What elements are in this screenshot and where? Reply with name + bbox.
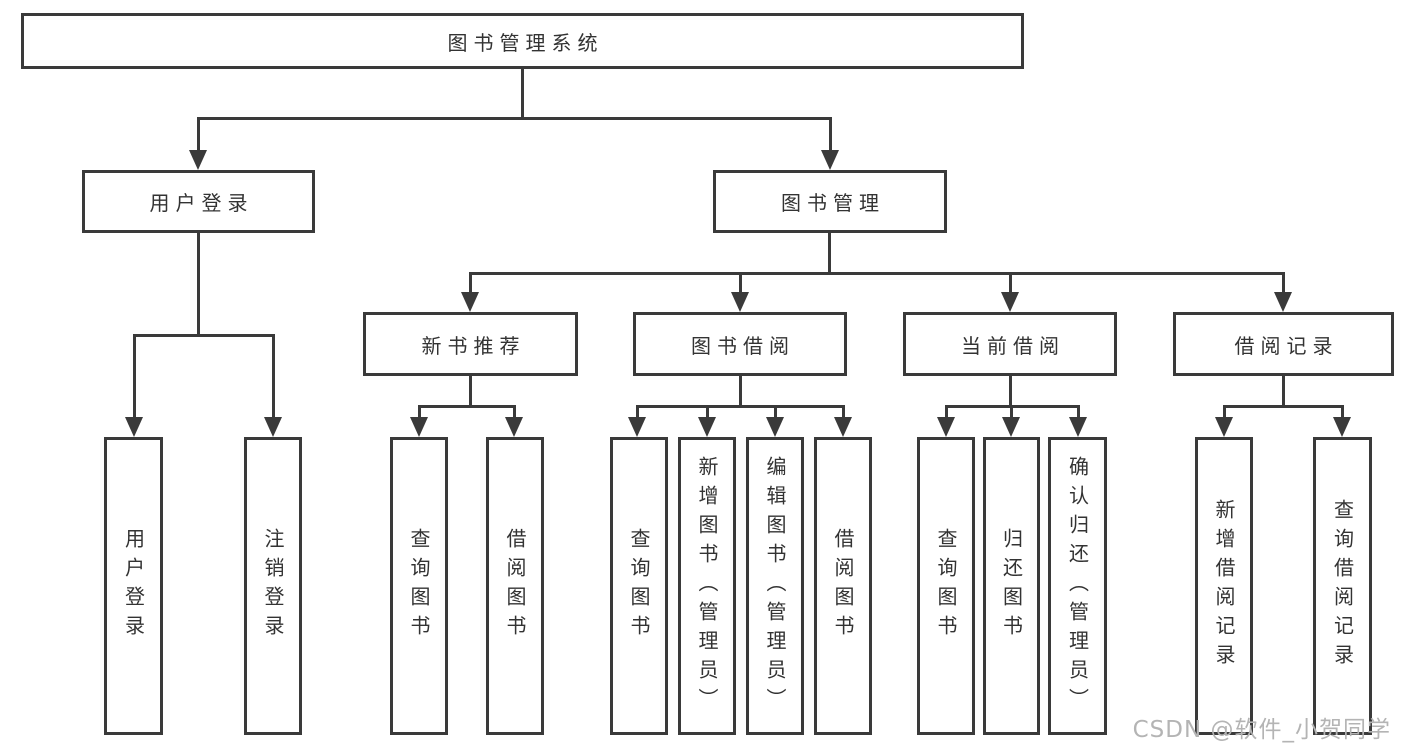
connector-line-vertical [520, 68, 524, 120]
arrow-down-icon [1215, 417, 1233, 437]
arrow-down-icon [698, 417, 716, 437]
arrow-shaft [635, 406, 639, 421]
connector-line-vertical [468, 375, 472, 408]
arrow-shaft [132, 335, 136, 421]
arrow-down-icon [937, 417, 955, 437]
arrow-down-icon [731, 292, 749, 312]
arrow-down-icon [1333, 417, 1351, 437]
node-new-book-recommend: 新书推荐 [363, 312, 578, 376]
arrow-down-icon [766, 417, 784, 437]
arrow-down-icon [834, 417, 852, 437]
node-book-borrow: 图书借阅 [633, 312, 847, 376]
leaf-borrow-query-books: 查询图书 [610, 437, 668, 735]
node-user-login: 用户登录 [82, 170, 315, 233]
arrow-shaft [1222, 406, 1226, 421]
leaf-confirm-return-admin: 确认归还（管理员） [1048, 437, 1107, 735]
connector-line-horizontal [1222, 404, 1344, 408]
leaf-current-query-books: 查询图书 [917, 437, 975, 735]
connector-line-vertical [827, 232, 831, 275]
arrow-down-icon [1274, 292, 1292, 312]
node-current-borrow: 当前借阅 [903, 312, 1117, 376]
arrow-down-icon [1002, 417, 1020, 437]
leaf-borrow-books: 借阅图书 [814, 437, 872, 735]
arrow-down-icon [505, 417, 523, 437]
arrow-shaft [944, 406, 948, 421]
leaf-logout: 注销登录 [244, 437, 302, 735]
arrow-down-icon [1069, 417, 1087, 437]
arrow-shaft [841, 406, 845, 421]
connector-line-horizontal [417, 404, 516, 408]
arrow-down-icon [461, 292, 479, 312]
arrow-down-icon [1001, 292, 1019, 312]
arrow-shaft [828, 118, 832, 154]
connector-line-vertical [196, 232, 200, 337]
connector-line-horizontal [132, 333, 275, 337]
arrow-down-icon [189, 150, 207, 170]
arrow-shaft [738, 273, 742, 296]
arrow-shaft [1009, 406, 1013, 421]
connector-line-vertical [1281, 375, 1285, 408]
connector-line-vertical [738, 375, 742, 408]
connector-line-horizontal [468, 271, 1285, 275]
leaf-query-borrow-record: 查询借阅记录 [1313, 437, 1372, 735]
connector-line-vertical [1008, 375, 1012, 408]
arrow-shaft [705, 406, 709, 421]
leaf-return-books: 归还图书 [983, 437, 1040, 735]
node-book-management: 图书管理 [713, 170, 947, 233]
node-borrow-records: 借阅记录 [1173, 312, 1394, 376]
arrow-down-icon [410, 417, 428, 437]
arrow-down-icon [821, 150, 839, 170]
leaf-newbooks-borrow-books: 借阅图书 [486, 437, 544, 735]
leaf-add-books-admin: 新增图书（管理员） [678, 437, 736, 735]
node-root: 图书管理系统 [21, 13, 1024, 69]
arrow-shaft [512, 406, 516, 421]
arrow-shaft [773, 406, 777, 421]
connector-line-horizontal [635, 404, 845, 408]
arrow-shaft [196, 118, 200, 154]
connector-line-horizontal [196, 116, 832, 120]
arrow-shaft [1340, 406, 1344, 421]
arrow-down-icon [264, 417, 282, 437]
leaf-edit-books-admin: 编辑图书（管理员） [746, 437, 804, 735]
csdn-watermark: CSDN @软件_小贺同学 [1132, 717, 1391, 743]
arrow-shaft [1281, 273, 1285, 296]
arrow-shaft [1008, 273, 1012, 296]
arrow-down-icon [125, 417, 143, 437]
arrow-down-icon [628, 417, 646, 437]
arrow-shaft [1076, 406, 1080, 421]
leaf-add-borrow-record: 新增借阅记录 [1195, 437, 1253, 735]
leaf-user-login: 用户登录 [104, 437, 163, 735]
arrow-shaft [468, 273, 472, 296]
arrow-shaft [271, 335, 275, 421]
leaf-newbooks-query-books: 查询图书 [390, 437, 448, 735]
arrow-shaft [417, 406, 421, 421]
